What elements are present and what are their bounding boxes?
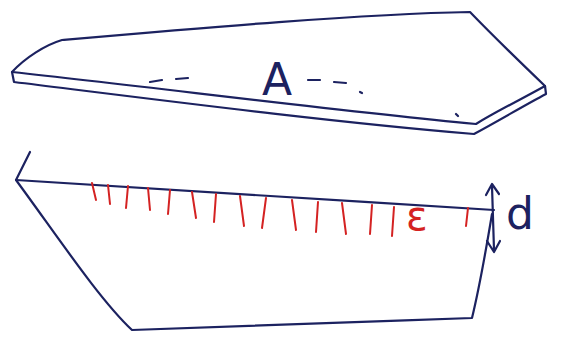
permittivity-label: ε <box>406 196 428 236</box>
top-plate <box>12 12 545 124</box>
area-label: A <box>262 58 292 102</box>
dielectric-hatching <box>92 183 468 236</box>
distance-label: d <box>506 192 534 236</box>
dimension-arrow <box>486 184 500 252</box>
bottom-plate <box>16 152 492 330</box>
area-dashes <box>150 78 458 116</box>
